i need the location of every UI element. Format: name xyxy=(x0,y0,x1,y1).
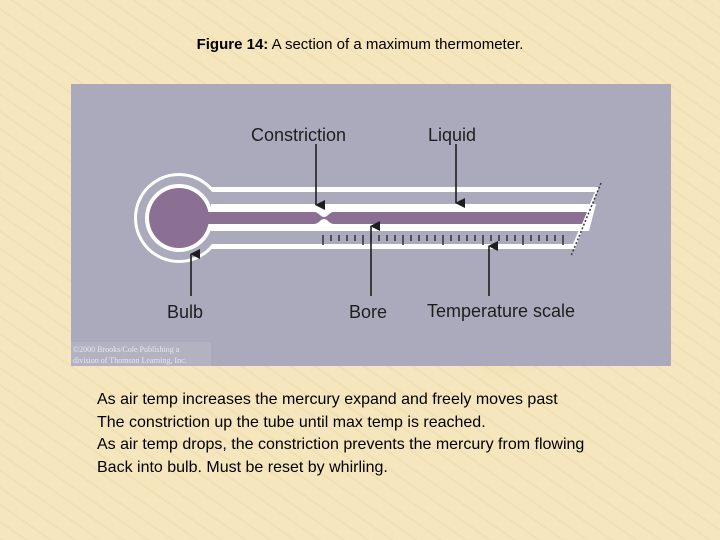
thermometer-svg: Constriction Liquid Bulb Bore Temperatur… xyxy=(71,84,671,366)
figure-title: A section of a maximum thermometer. xyxy=(268,36,524,53)
bore-liquid-lower xyxy=(205,212,315,224)
copyright-notice: ©2000 Brooks/Cole Publishing a division … xyxy=(71,342,211,366)
figure-caption: Figure 14: A section of a maximum thermo… xyxy=(0,36,720,53)
description-line: The constriction up the tube until max t… xyxy=(97,413,486,431)
liquid-column xyxy=(149,188,587,248)
constriction-liquid xyxy=(314,212,334,224)
copyright-line-1: ©2000 Brooks/Cole Publishing a xyxy=(73,345,180,354)
description-line: Back into bulb. Must be reset by whirlin… xyxy=(97,458,388,476)
bulb-liquid xyxy=(149,188,209,248)
description-line: As air temp drops, the constriction prev… xyxy=(97,436,585,453)
temperature-scale-ticks xyxy=(322,235,564,245)
description-line: As air temp increases the mercury expand… xyxy=(97,391,558,408)
label-temperature-scale: Temperature scale xyxy=(427,301,575,321)
description-text: As air temp increases the mercury expand… xyxy=(97,389,697,479)
label-bore: Bore xyxy=(349,302,387,322)
label-bulb: Bulb xyxy=(167,302,203,322)
label-constriction: Constriction xyxy=(251,125,346,145)
tube-break-line xyxy=(570,182,602,257)
bore-liquid-upper xyxy=(333,212,587,224)
thermometer-diagram: Constriction Liquid Bulb Bore Temperatur… xyxy=(71,84,671,366)
label-liquid: Liquid xyxy=(428,125,476,145)
figure-number: Figure 14: xyxy=(196,36,269,53)
copyright-line-2: division of Thomson Learning, Inc. xyxy=(73,356,187,365)
